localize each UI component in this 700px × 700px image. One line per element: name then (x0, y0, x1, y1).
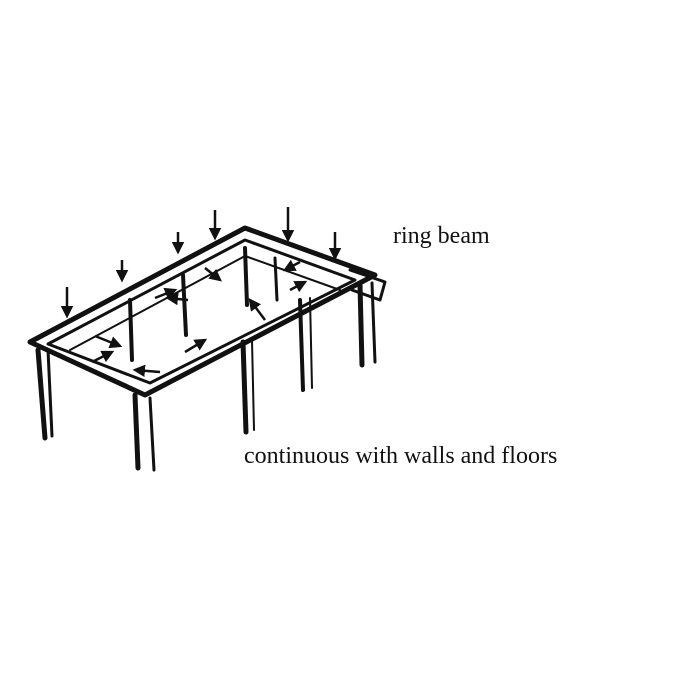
ring-beam-label: ring beam (393, 223, 490, 249)
continuity-label: continuous with walls and floors (244, 443, 558, 469)
ring-beam (27, 225, 387, 398)
load-arrows (60, 207, 342, 378)
posts (35, 246, 377, 472)
